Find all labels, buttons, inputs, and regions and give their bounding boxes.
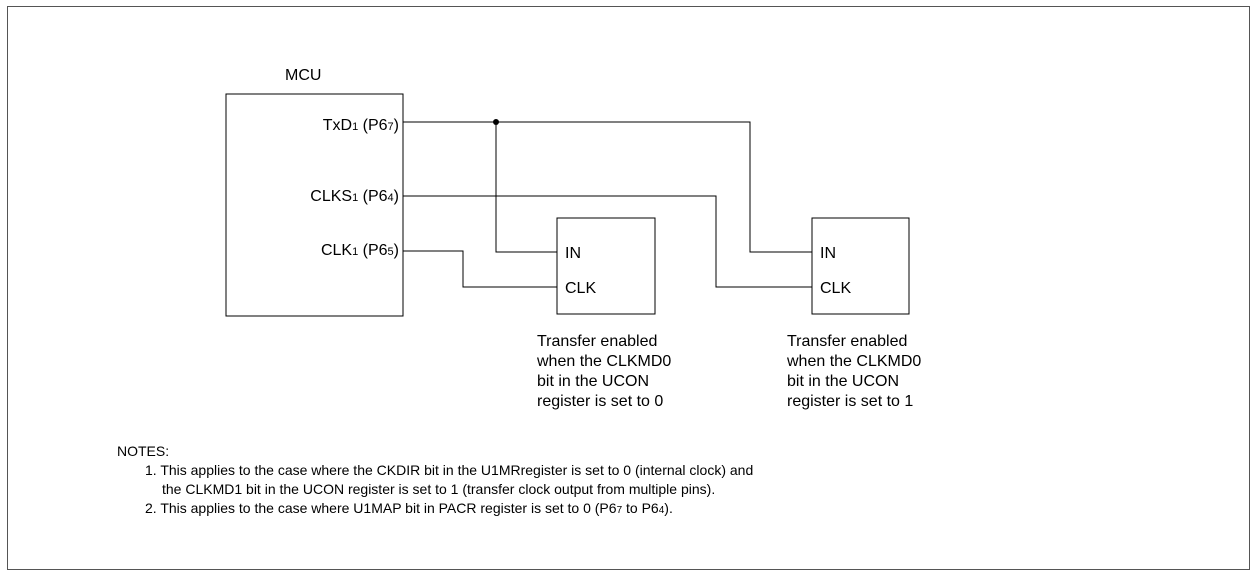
device-2-in-label: IN <box>820 245 836 262</box>
wire-txd-to-device2-in <box>403 121 812 253</box>
junction-dot <box>493 119 499 125</box>
device-2-box <box>811 217 910 315</box>
note-2: 2. This applies to the case where U1MAP … <box>145 500 673 516</box>
pin-label-clk: CLK1 (P65) <box>321 242 399 259</box>
device-1-box <box>556 217 656 315</box>
device-1-in-label: IN <box>565 245 581 262</box>
figure-frame <box>7 6 1250 570</box>
note-1-line-1: 1. This applies to the case where the CK… <box>145 462 754 478</box>
pin-label-clks: CLKS1 (P64) <box>310 188 399 205</box>
mcu-box <box>225 93 404 317</box>
notes-section: NOTES: 1. This applies to the case where… <box>117 442 753 520</box>
mcu-title: MCU <box>285 67 321 84</box>
note-1-line-2: the CLKMD1 bit in the UCON register is s… <box>162 481 716 497</box>
wire-clk-to-device1-clk <box>403 250 557 288</box>
device-2-caption: Transfer enabled when the CLKMD0 bit in … <box>786 333 926 410</box>
pin-label-txd: TxD1 (P67) <box>323 117 399 134</box>
device-2-clk-label: CLK <box>820 280 851 297</box>
wire-clks-to-device2-clk <box>403 195 812 288</box>
device-1-caption: Transfer enabled when the CLKMD0 bit in … <box>536 333 676 410</box>
wiring <box>403 121 812 288</box>
device-1-clk-label: CLK <box>565 280 596 297</box>
wire-txd-to-device1-in <box>495 122 557 253</box>
notes-heading: NOTES: <box>117 443 170 459</box>
